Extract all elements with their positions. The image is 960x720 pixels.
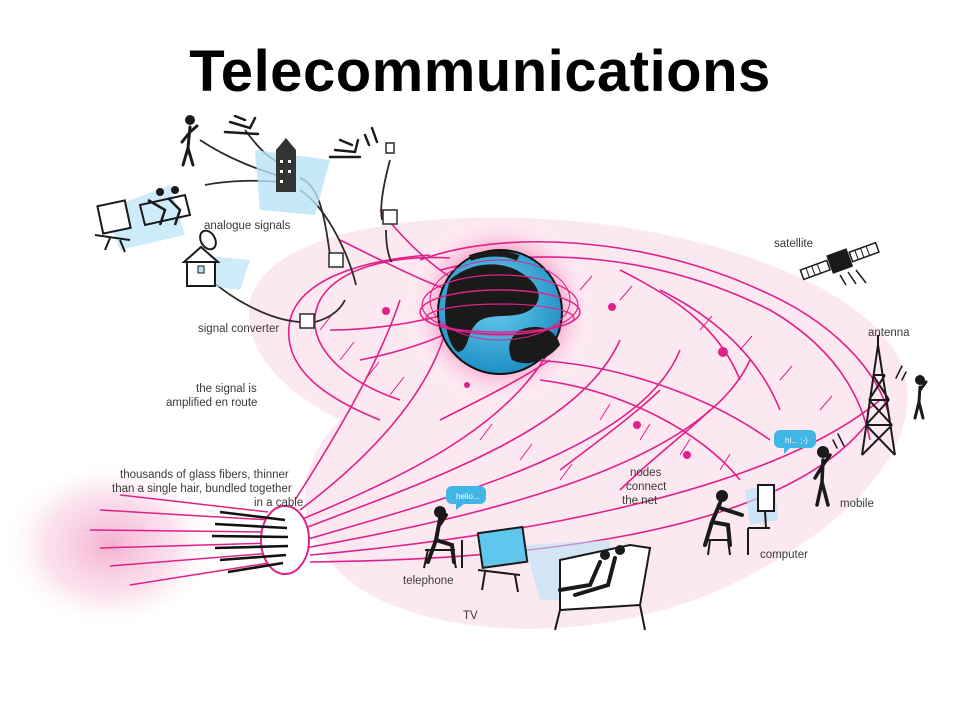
tv-viewers-scene: [476, 525, 652, 631]
label-fibers-3: in a cable: [254, 497, 303, 509]
computer-user-icon: [703, 484, 778, 556]
network-cross-ticks: [319, 275, 833, 481]
label-telephone: telephone: [403, 575, 454, 587]
antenna-user-icon: [895, 365, 928, 420]
analogue-tv-scene: [94, 185, 192, 253]
phone-speech-bubble: [446, 486, 486, 510]
label-nodes-3: the net: [622, 495, 658, 507]
person-icon: [180, 115, 199, 167]
fiber-cable: [89, 494, 310, 586]
antenna-tower-icon: [861, 335, 896, 456]
house-dish-icon: [181, 229, 250, 290]
label-satellite: satellite: [774, 238, 813, 250]
label-amplified-1: the signal is: [196, 383, 257, 395]
reclining-person-icon: [223, 114, 260, 136]
label-nodes-1: nodes: [630, 467, 662, 479]
label-mobile: mobile: [840, 498, 874, 510]
signal-converters: [299, 142, 398, 329]
telephone-user-icon: [423, 506, 463, 569]
label-tv: TV: [463, 610, 478, 622]
label-fibers-2: than a single hair, bundled together: [112, 483, 292, 495]
label-nodes-2: connect: [626, 481, 667, 493]
label-signal-converter: signal converter: [198, 323, 279, 335]
laptop-user-icon: [328, 126, 379, 159]
transmitter-building: [255, 138, 330, 215]
slide-title: Telecommunications: [189, 39, 771, 104]
satellite-icon: [799, 241, 880, 286]
mobile-user-icon: [813, 433, 845, 507]
label-fibers-1: thousands of glass fibers, thinner: [120, 469, 289, 481]
label-analogue-signals: analogue signals: [204, 220, 291, 232]
mobile-bubble-text: hi... ;-): [785, 436, 808, 445]
label-antenna: antenna: [868, 327, 910, 339]
globe: [419, 249, 581, 375]
label-computer: computer: [760, 549, 808, 561]
phone-bubble-text: hello...: [456, 492, 480, 501]
network-nodes: [382, 303, 728, 459]
mobile-speech-bubble: [774, 430, 816, 454]
label-amplified-2: amplified en route: [166, 397, 257, 409]
